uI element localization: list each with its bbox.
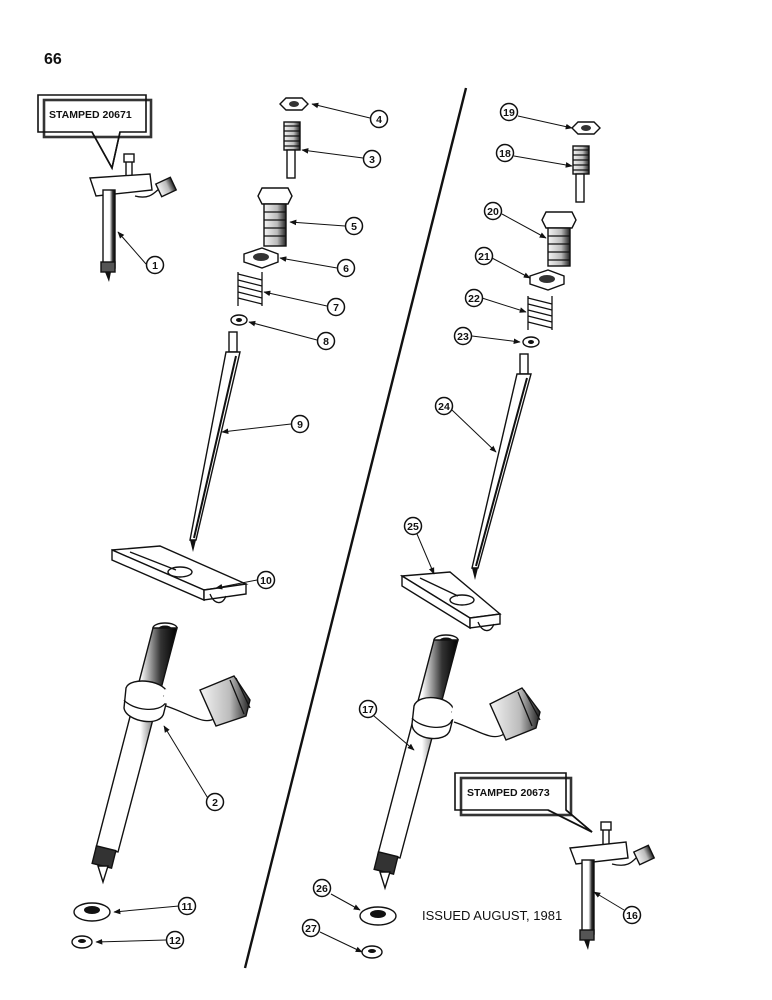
- svg-text:24: 24: [438, 401, 450, 413]
- callout-text-left: STAMPED 20671: [49, 109, 132, 121]
- callout-text-right: STAMPED 20673: [467, 787, 550, 799]
- part-12-washer: [71, 935, 93, 949]
- part-number-badge-12: 12: [165, 930, 185, 950]
- part-number-badge-22: 22: [464, 288, 484, 308]
- part-number-badge-1: 1: [145, 255, 165, 275]
- part-number-badge-10: 10: [256, 570, 276, 590]
- part-number-badge-25: 25: [403, 516, 423, 536]
- part-number-badge-23: 23: [453, 326, 473, 346]
- svg-text:2: 2: [212, 797, 218, 809]
- part-number-badge-7: 7: [326, 297, 346, 317]
- part-20-cap-nut: [541, 211, 577, 267]
- part-number-badge-20: 20: [483, 201, 503, 221]
- part-number-badge-24: 24: [434, 396, 454, 416]
- part-5-cap-nut: [257, 187, 293, 247]
- part-number-badge-19: 19: [499, 102, 519, 122]
- svg-text:18: 18: [499, 148, 511, 160]
- svg-text:11: 11: [181, 901, 192, 913]
- part-number-badge-16: 16: [622, 905, 642, 925]
- svg-text:16: 16: [626, 910, 638, 922]
- part-2-injector-large: [91, 622, 251, 885]
- part-number-badge-21: 21: [474, 246, 494, 266]
- part-number-badge-6: 6: [336, 258, 356, 278]
- svg-text:8: 8: [323, 336, 329, 348]
- divider-line: [243, 87, 468, 969]
- leader-lines: [95, 102, 625, 953]
- part-21-nut: [529, 269, 565, 291]
- part-25-clamp: [399, 571, 502, 632]
- issued-date: ISSUED AUGUST, 1981: [422, 908, 562, 923]
- part-number-badge-9: 9: [290, 414, 310, 434]
- svg-text:23: 23: [457, 331, 469, 343]
- svg-text:7: 7: [333, 302, 339, 314]
- svg-text:26: 26: [316, 883, 328, 895]
- svg-text:6: 6: [343, 263, 349, 275]
- part-number-badge-11: 11: [177, 896, 197, 916]
- part-8-washer: [230, 314, 248, 326]
- svg-text:3: 3: [369, 154, 375, 166]
- callout-box-right: STAMPED 20673: [454, 772, 593, 833]
- part-number-badge-3: 3: [362, 149, 382, 169]
- part-number-badge-26: 26: [312, 878, 332, 898]
- part-19-nut: [571, 121, 601, 135]
- svg-text:12: 12: [169, 935, 181, 947]
- injector-small-left: [89, 153, 178, 282]
- part-11-washer: [73, 902, 111, 922]
- part-10-clamp: [111, 545, 249, 604]
- callout-box-left: STAMPED 20671: [37, 94, 153, 171]
- svg-text:19: 19: [503, 107, 515, 119]
- part-17-injector-large: [373, 634, 541, 891]
- part-number-badge-8: 8: [316, 331, 336, 351]
- part-number-badge-5: 5: [344, 216, 364, 236]
- svg-text:9: 9: [297, 419, 303, 431]
- part-number-badge-17: 17: [358, 699, 378, 719]
- svg-text:10: 10: [260, 575, 272, 587]
- svg-text:27: 27: [305, 923, 317, 935]
- part-number-badge-18: 18: [495, 143, 515, 163]
- injector-small-right: [569, 821, 656, 950]
- part-6-nut: [243, 247, 279, 269]
- svg-text:4: 4: [376, 114, 382, 126]
- part-18-screw: [572, 145, 590, 203]
- svg-text:21: 21: [478, 251, 490, 263]
- part-24-push-rod: [471, 353, 532, 580]
- part-22-spring: [527, 296, 553, 330]
- part-26-washer: [359, 906, 397, 926]
- part-4-nut: [279, 97, 309, 111]
- part-9-push-rod: [189, 331, 241, 552]
- svg-text:5: 5: [351, 221, 357, 233]
- part-27-washer: [361, 945, 383, 959]
- svg-text:25: 25: [407, 521, 419, 533]
- svg-text:20: 20: [487, 206, 499, 218]
- svg-text:1: 1: [152, 260, 158, 272]
- svg-text:17: 17: [362, 704, 374, 716]
- part-23-washer: [522, 336, 540, 348]
- part-number-badge-4: 4: [369, 109, 389, 129]
- part-number-badge-2: 2: [205, 792, 225, 812]
- part-3-screw: [283, 121, 301, 179]
- page-number: 66: [44, 51, 62, 68]
- part-number-badge-27: 27: [301, 918, 321, 938]
- part-7-spring: [237, 272, 263, 306]
- svg-text:22: 22: [468, 293, 480, 305]
